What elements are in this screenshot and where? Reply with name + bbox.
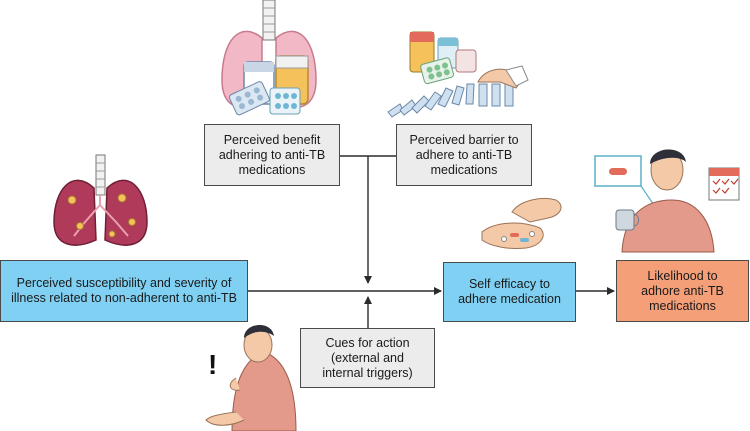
cues-for-action-box: Cues for action (external and internal t… [300,328,435,388]
perceived-benefit-text: Perceived benefit adhering to anti-TB me… [218,132,326,177]
connector-lines [248,155,615,328]
patient-with-calendar-icon [594,149,740,253]
exclamation-mark: ! [208,349,217,380]
perceived-benefit-box: Perceived benefit adhering to anti-TB me… [204,124,340,186]
perceived-barrier-text: Perceived barrier to adhere to anti-TB m… [409,132,519,177]
lungs-with-pills-icon [221,0,317,116]
pills-and-falling-dominoes-icon [387,31,529,118]
self-efficacy-box: Self efficacy to adhere medication [443,262,576,322]
worried-patient-icon [205,324,297,431]
perceived-susceptibility-text: Perceived susceptibility and severity of… [11,276,237,305]
diseased-lungs-icon [53,154,148,246]
pills-in-hands-icon [481,198,562,249]
cues-for-action-text: Cues for action (external and internal t… [322,335,413,380]
likelihood-to-adhere-box: Likelihood to adhore anti-TB medications [616,260,749,322]
perceived-susceptibility-box: Perceived susceptibility and severity of… [0,260,248,322]
likelihood-to-adhere-text: Likelihood to adhore anti-TB medications [641,268,724,313]
self-efficacy-text: Self efficacy to adhere medication [458,277,561,306]
perceived-barrier-box: Perceived barrier to adhere to anti-TB m… [396,124,532,186]
